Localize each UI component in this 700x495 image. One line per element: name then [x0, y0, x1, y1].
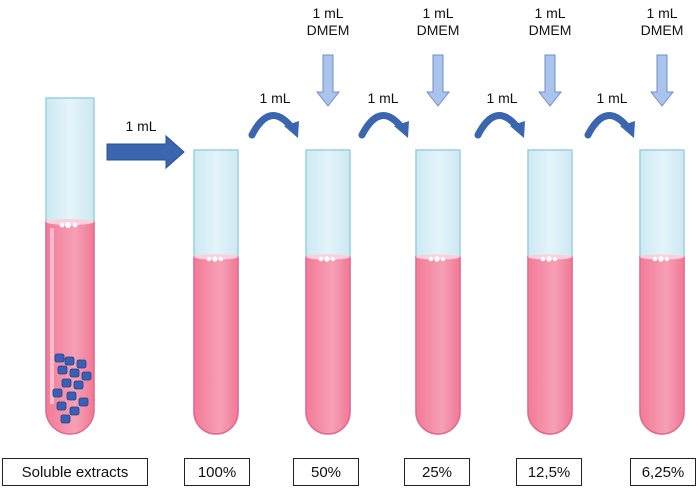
dilution-arrow-1: 1 mL: [248, 90, 299, 139]
tube-soluble-extracts: [45, 97, 95, 435]
label-soluble-extracts: Soluble extracts: [2, 458, 148, 486]
tube-12-5-percent: [527, 149, 573, 435]
label-50-percent: 50%: [293, 458, 359, 486]
extract-particles: [52, 353, 92, 424]
dilution-arrow-label: 1 mL: [596, 90, 627, 106]
tube-25-percent: [415, 149, 461, 435]
tube-6-25-percent: [639, 149, 685, 435]
transfer-arrow: 1 mL: [106, 118, 185, 170]
dmem-arrow-1: 1 mL DMEM: [307, 5, 350, 107]
tube-100-percent: [193, 149, 239, 435]
dmem-arrow-4: 1 mL DMEM: [641, 5, 684, 107]
dilution-arrow-label: 1 mL: [486, 90, 517, 106]
label-6-25-percent: 6,25%: [630, 458, 696, 486]
dmem-arrow-2: 1 mL DMEM: [417, 5, 460, 107]
dilution-arrow-label: 1 mL: [367, 90, 398, 106]
dilution-arrow-label: 1 mL: [259, 90, 290, 106]
tube-50-percent: [305, 149, 351, 435]
dmem-arrow-3: 1 mL DMEM: [529, 5, 572, 107]
transfer-arrow-label: 1 mL: [125, 118, 156, 134]
label-12-5-percent: 12,5%: [516, 458, 582, 486]
label-25-percent: 25%: [404, 458, 470, 486]
dmem-volume-label: 1 mL: [534, 5, 565, 21]
dmem-volume-label: 1 mL: [312, 5, 343, 21]
dmem-volume-label: 1 mL: [646, 5, 677, 21]
dmem-medium-label: DMEM: [529, 22, 572, 38]
label-100-percent: 100%: [184, 458, 250, 486]
dilution-arrow-2: 1 mL: [358, 90, 409, 139]
dmem-volume-label: 1 mL: [422, 5, 453, 21]
dilution-arrow-4: 1 mL: [584, 90, 635, 139]
dilution-arrow-3: 1 mL: [474, 90, 525, 139]
dmem-medium-label: DMEM: [417, 22, 460, 38]
dmem-medium-label: DMEM: [307, 22, 350, 38]
dmem-medium-label: DMEM: [641, 22, 684, 38]
